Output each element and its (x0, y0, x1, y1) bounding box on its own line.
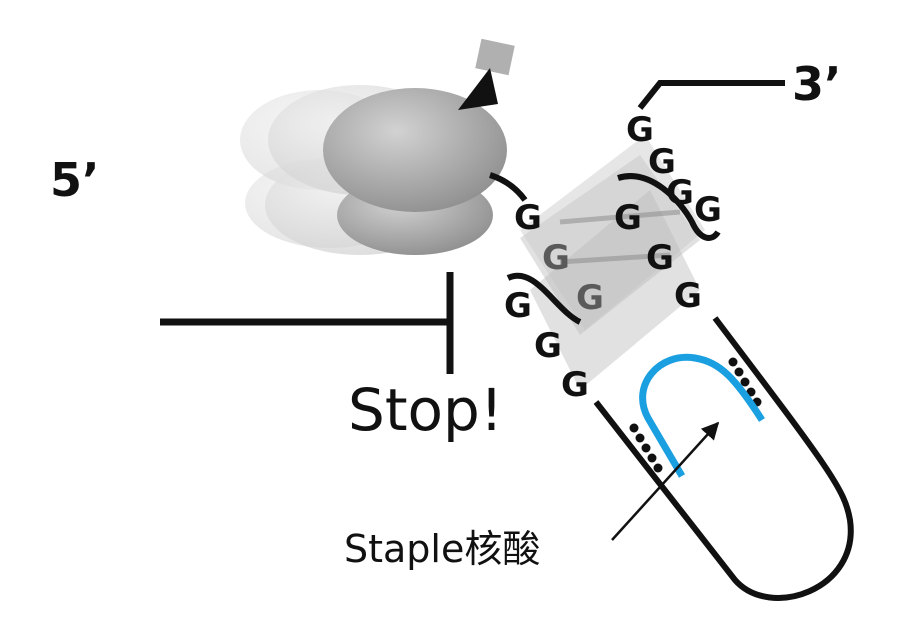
ribosome-icon (240, 85, 507, 255)
loop-strand-left (506, 272, 582, 325)
guanine-base: G (646, 238, 674, 278)
staple-pointer-arrow (611, 421, 720, 541)
guanine-base: G (534, 326, 562, 366)
guanine-base: G (542, 238, 570, 278)
guanine-base: G (666, 173, 694, 213)
loop-strand-right (617, 173, 721, 241)
guanine-base: G (694, 190, 722, 230)
hairpin-loop-strand (593, 316, 854, 601)
staple-nucleic-acid (639, 353, 765, 478)
three-prime-label: 3’ (792, 57, 841, 111)
guanine-base: G (648, 142, 676, 182)
mrna-strand-3prime (637, 80, 785, 110)
guanine-bases: G G G G G G G G G G G G G (504, 110, 722, 405)
guanine-base: G (561, 365, 589, 405)
stop-label: Stop! (348, 376, 503, 444)
linker-strand (489, 172, 528, 202)
guanine-base: G (674, 276, 702, 316)
staple-label: Staple核酸 (344, 527, 540, 571)
inhibition-bar-icon (160, 272, 454, 374)
guanine-base: G (504, 286, 532, 326)
guanine-base: G (626, 110, 654, 150)
guanine-base: G (614, 198, 642, 238)
guanine-base: G (576, 278, 604, 318)
released-fragment-icon (475, 38, 515, 76)
arrow-icon (458, 68, 498, 110)
guanine-base: G (514, 198, 542, 238)
base-pair-dots-left (629, 423, 663, 473)
five-prime-label: 5’ (50, 153, 99, 207)
